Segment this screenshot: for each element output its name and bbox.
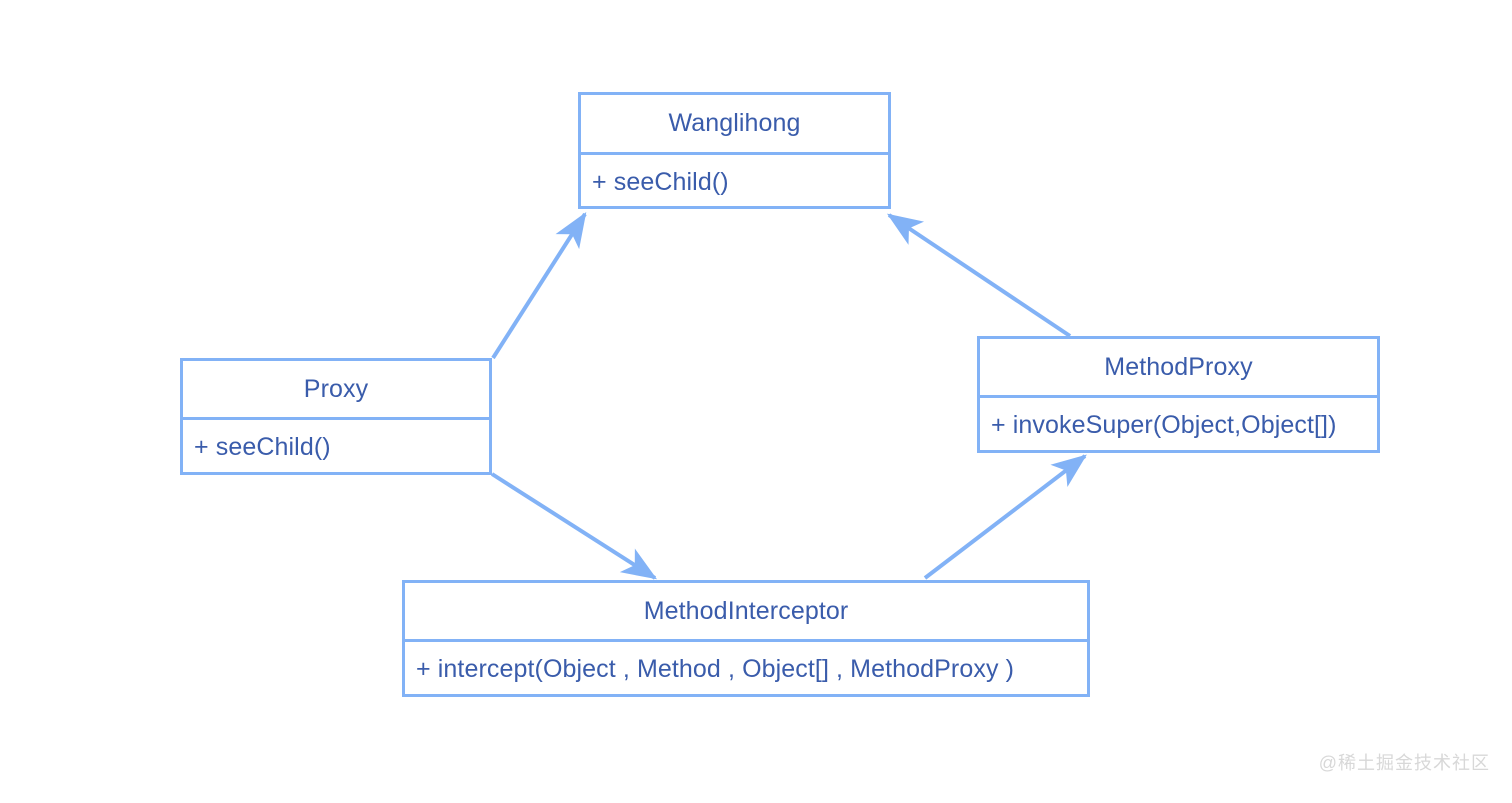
edge-methodinterceptor-to-methodproxy (923, 454, 1087, 580)
class-member-methodinterceptor-0: + intercept(Object , Method , Object[] ,… (416, 655, 1015, 683)
class-divider (980, 395, 1377, 398)
class-box-wanglihong[interactable]: Wanglihong + seeChild() (578, 92, 891, 209)
class-box-proxy[interactable]: Proxy + seeChild() (180, 358, 492, 475)
class-name-proxy: Proxy (303, 374, 369, 403)
edge-methodproxy-to-wanglihong (887, 213, 1072, 338)
class-divider (183, 417, 489, 420)
class-name-methodproxy: MethodProxy (1104, 352, 1253, 381)
class-member-proxy-0: + seeChild() (194, 433, 331, 461)
class-member-methodproxy-0: + invokeSuper(Object,Object[]) (991, 411, 1337, 439)
edge-proxy-to-wanglihong (491, 211, 587, 360)
class-name-wanglihong: Wanglihong (668, 109, 801, 137)
class-box-methodinterceptor[interactable]: MethodInterceptor + intercept(Object , M… (402, 580, 1090, 697)
edge-proxy-to-methodinterceptor (490, 472, 658, 580)
class-divider (405, 639, 1087, 642)
class-name-methodinterceptor: MethodInterceptor (643, 596, 849, 625)
class-box-methodproxy[interactable]: MethodProxy + invokeSuper(Object,Object[… (977, 336, 1380, 453)
class-member-wanglihong-0: + seeChild() (592, 167, 729, 196)
class-divider (581, 152, 888, 155)
watermark: @稀土掘金技术社区 (1318, 753, 1490, 773)
